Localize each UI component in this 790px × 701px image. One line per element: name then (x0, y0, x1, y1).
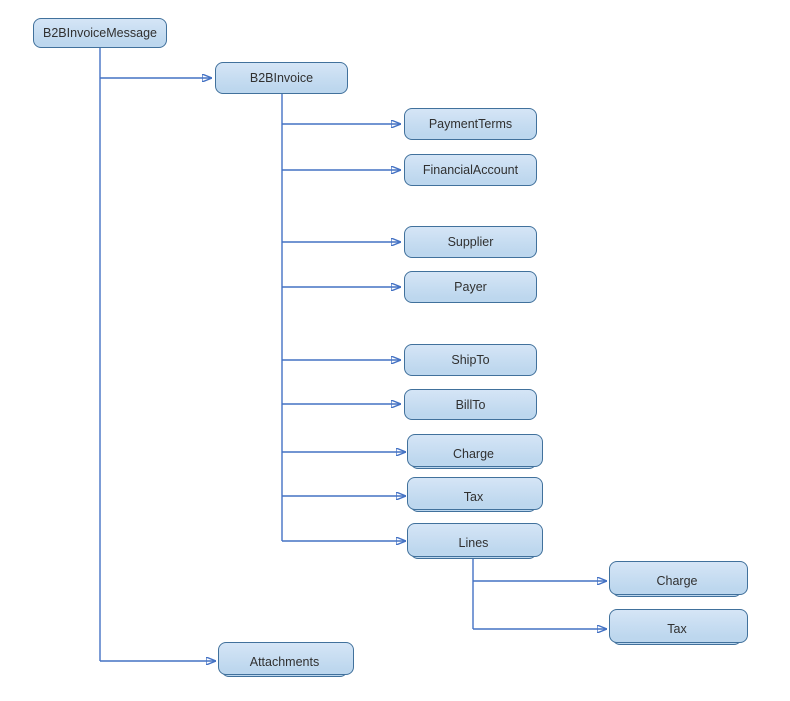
node-tax: Tax (407, 477, 543, 512)
node-attachments: Attachments (218, 642, 354, 677)
node-lines: Lines (407, 523, 543, 559)
node-payer: Payer (404, 271, 537, 303)
node-supplier: Supplier (404, 226, 537, 258)
node-charge: Charge (407, 434, 543, 469)
node-lines-charge: Charge (609, 561, 748, 597)
node-lines-tax: Tax (609, 609, 748, 645)
node-shipto: ShipTo (404, 344, 537, 376)
node-billto: BillTo (404, 389, 537, 420)
node-b2binvoice: B2BInvoice (215, 62, 348, 94)
node-paymentterms: PaymentTerms (404, 108, 537, 140)
node-b2binvoicemessage: B2BInvoiceMessage (33, 18, 167, 48)
node-financialaccount: FinancialAccount (404, 154, 537, 186)
